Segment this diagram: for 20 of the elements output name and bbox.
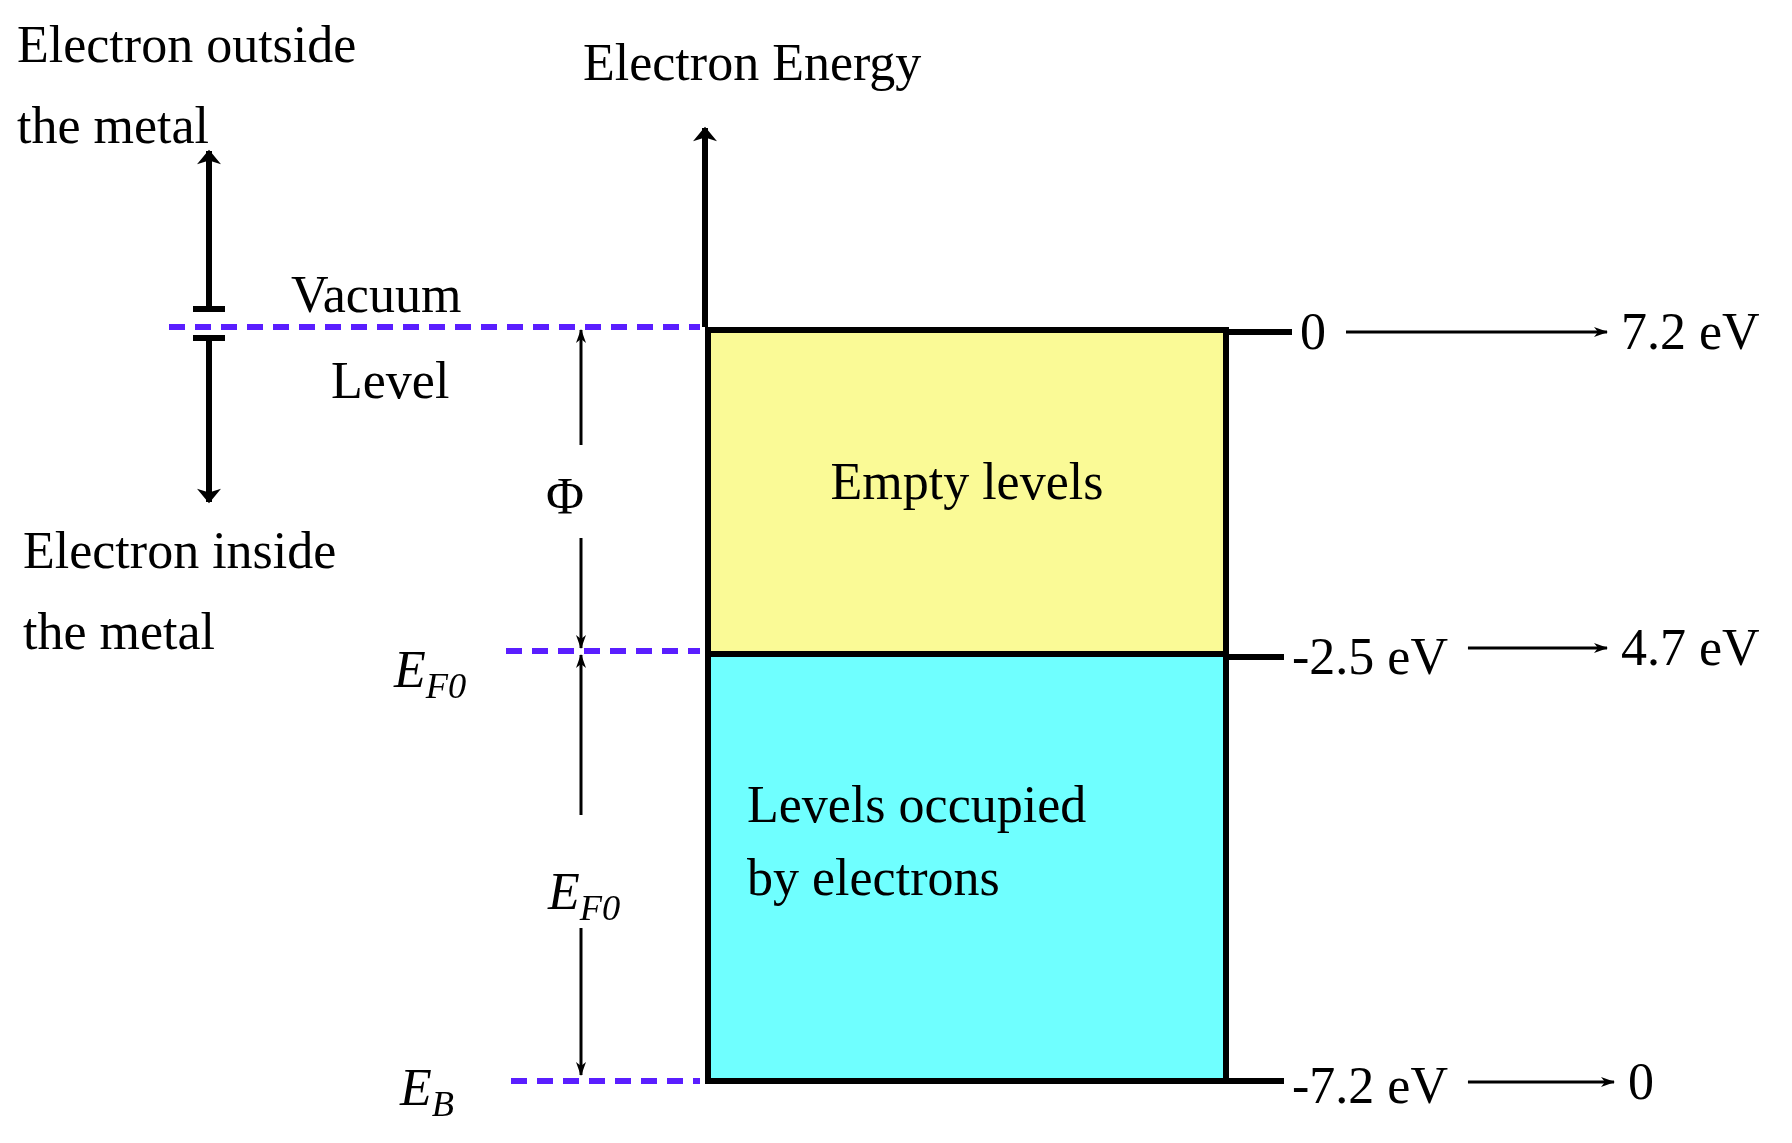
energy-symbol: E$_{F0}$ (548, 861, 622, 930)
band-label: Levels occupied by electrons (747, 775, 1088, 908)
text-label: Level (331, 350, 451, 411)
energy-value: 7.2 eV (1621, 306, 1760, 358)
energy-value: 0 (1300, 306, 1326, 358)
energy-symbol: E$_{B}$ (400, 1057, 455, 1126)
energy-value: -7.2 eV (1292, 1060, 1448, 1112)
text-label: Vacuum (291, 264, 463, 325)
energy-value: 0 (1628, 1056, 1654, 1108)
energy-symbol: E$_{F0}$ (394, 639, 468, 708)
text-label: Electron Energy (583, 32, 923, 93)
text-label: Electron inside the metal (23, 521, 338, 662)
band-label: Empty levels (830, 451, 1104, 512)
text-label: Φ (546, 466, 585, 527)
energy-value: -2.5 eV (1292, 631, 1448, 683)
energy-value: 4.7 eV (1621, 622, 1760, 674)
arrow (1467, 643, 1608, 653)
text-label: Electron outside the metal (17, 15, 358, 156)
arrow (1346, 327, 1608, 337)
arrow (1467, 1077, 1615, 1087)
